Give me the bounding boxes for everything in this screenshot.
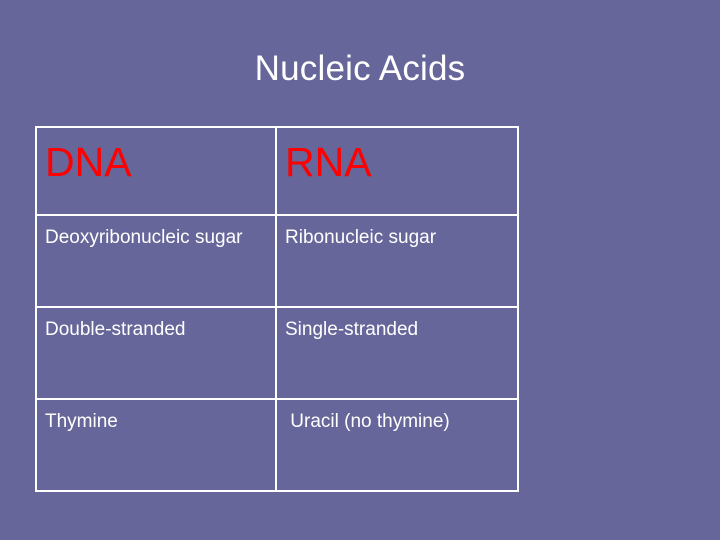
table-header-cell-dna: DNA bbox=[35, 126, 277, 216]
table-row: Thymine Uracil (no thymine) bbox=[35, 398, 519, 492]
cell-text: Uracil (no thymine) bbox=[285, 411, 450, 432]
cell-text: Ribonucleic sugar bbox=[285, 227, 437, 248]
dna-rna-comparison-table: DNA RNA Deoxyribonucleic sugar Ribonucle… bbox=[35, 126, 519, 492]
table-header-row: DNA RNA bbox=[35, 126, 519, 216]
table-cell-rna-strands: Single-stranded bbox=[275, 306, 519, 400]
table-row: Double-stranded Single-stranded bbox=[35, 306, 519, 400]
cell-text: Thymine bbox=[45, 411, 118, 432]
table-header-label-dna: DNA bbox=[45, 139, 132, 185]
cell-text: Single-stranded bbox=[285, 319, 419, 340]
table-row: Deoxyribonucleic sugar Ribonucleic sugar bbox=[35, 214, 519, 308]
table-cell-rna-sugar: Ribonucleic sugar bbox=[275, 214, 519, 308]
table-cell-dna-sugar: Deoxyribonucleic sugar bbox=[35, 214, 277, 308]
table-header-label-rna: RNA bbox=[285, 139, 372, 185]
page-title: Nucleic Acids bbox=[254, 49, 466, 88]
table-cell-dna-strands: Double-stranded bbox=[35, 306, 277, 400]
table-cell-rna-base: Uracil (no thymine) bbox=[275, 398, 519, 492]
cell-text: Double-stranded bbox=[45, 319, 186, 340]
table-header-cell-rna: RNA bbox=[275, 126, 519, 216]
table-cell-dna-base: Thymine bbox=[35, 398, 277, 492]
cell-text: Deoxyribonucleic sugar bbox=[45, 227, 243, 248]
